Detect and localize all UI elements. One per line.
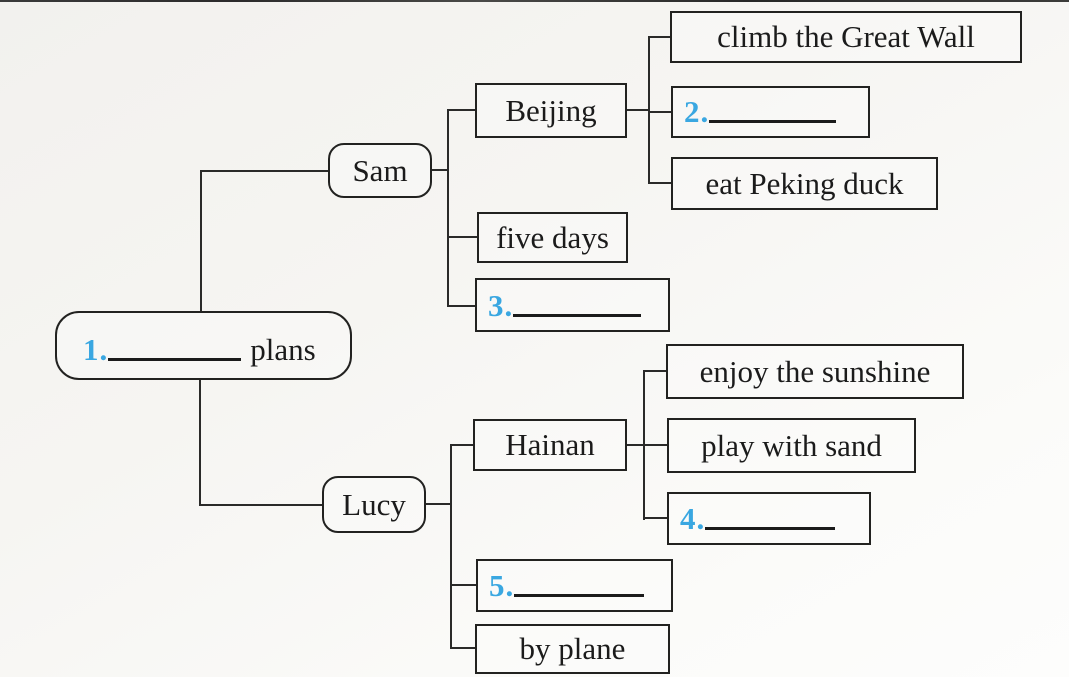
connector-sam-stub xyxy=(432,169,449,171)
node-blank-2: 2. xyxy=(671,86,870,138)
blank-underline-4 xyxy=(705,527,836,530)
node-lucy: Lucy xyxy=(322,476,426,533)
blank-number-2: 2. xyxy=(684,94,710,129)
blank-number-3: 3. xyxy=(488,288,514,323)
connector-lucy-children xyxy=(450,444,452,649)
node-climb-label: climb the Great Wall xyxy=(717,19,975,54)
connector-trunk-upper xyxy=(200,170,202,313)
connector-root-to-lucy xyxy=(199,504,322,506)
connector-to-blank2 xyxy=(648,111,671,113)
blank-number-5: 5. xyxy=(489,568,515,603)
node-eat-peking-duck: eat Peking duck xyxy=(671,157,938,210)
node-sam-label: Sam xyxy=(352,152,408,188)
connector-beijing-children xyxy=(648,36,650,184)
node-beijing: Beijing xyxy=(475,83,627,138)
connector-to-climb xyxy=(648,36,670,38)
node-play-with-sand: play with sand xyxy=(667,418,916,473)
node-hainan-label: Hainan xyxy=(505,427,595,462)
connector-to-beijing xyxy=(447,109,475,111)
node-enjoy-sunshine: enjoy the sunshine xyxy=(666,344,964,399)
connector-trunk-lower xyxy=(199,379,201,506)
node-eat-label: eat Peking duck xyxy=(705,165,904,201)
connector-root-to-sam xyxy=(200,170,328,172)
connector-to-eat xyxy=(648,182,671,184)
node-blank-5: 5. xyxy=(476,559,673,612)
node-hainan: Hainan xyxy=(473,419,627,471)
blank-underline-5 xyxy=(514,594,645,597)
connector-hainan-children xyxy=(643,370,645,520)
connector-to-by-plane xyxy=(450,647,475,649)
connector-to-hainan xyxy=(450,444,473,446)
connector-to-five-days xyxy=(447,236,477,238)
node-by-plane: by plane xyxy=(475,624,670,674)
node-beijing-label: Beijing xyxy=(505,92,597,128)
node-five-days-label: five days xyxy=(496,219,609,255)
connector-lucy-stub xyxy=(426,503,450,505)
connector-hainan-stub xyxy=(627,444,667,446)
node-play-label: play with sand xyxy=(701,427,882,463)
node-by-plane-label: by plane xyxy=(519,631,626,666)
connector-beijing-stub xyxy=(627,109,648,111)
blank-number-4: 4. xyxy=(680,501,706,536)
node-blank-4: 4. xyxy=(667,492,871,545)
node-sam: Sam xyxy=(328,143,432,198)
connector-to-blank3 xyxy=(447,305,475,307)
node-climb-great-wall: climb the Great Wall xyxy=(670,11,1022,63)
blank-underline-1 xyxy=(108,358,242,361)
node-blank-3: 3. xyxy=(475,278,670,332)
root-node-plans: 1. plans xyxy=(55,311,352,380)
blank-underline-2 xyxy=(709,120,837,123)
node-lucy-label: Lucy xyxy=(342,486,406,522)
connector-to-enjoy xyxy=(643,370,666,372)
page-edge-artifact xyxy=(0,0,1069,2)
root-label: plans xyxy=(250,332,316,367)
blank-underline-3 xyxy=(513,314,642,317)
connector-sam-children xyxy=(447,109,449,307)
node-five-days: five days xyxy=(477,212,628,263)
connector-to-blank5 xyxy=(450,584,476,586)
connector-to-blank4 xyxy=(643,517,667,519)
blank-number-1: 1. xyxy=(83,332,109,367)
node-enjoy-label: enjoy the sunshine xyxy=(699,353,931,389)
